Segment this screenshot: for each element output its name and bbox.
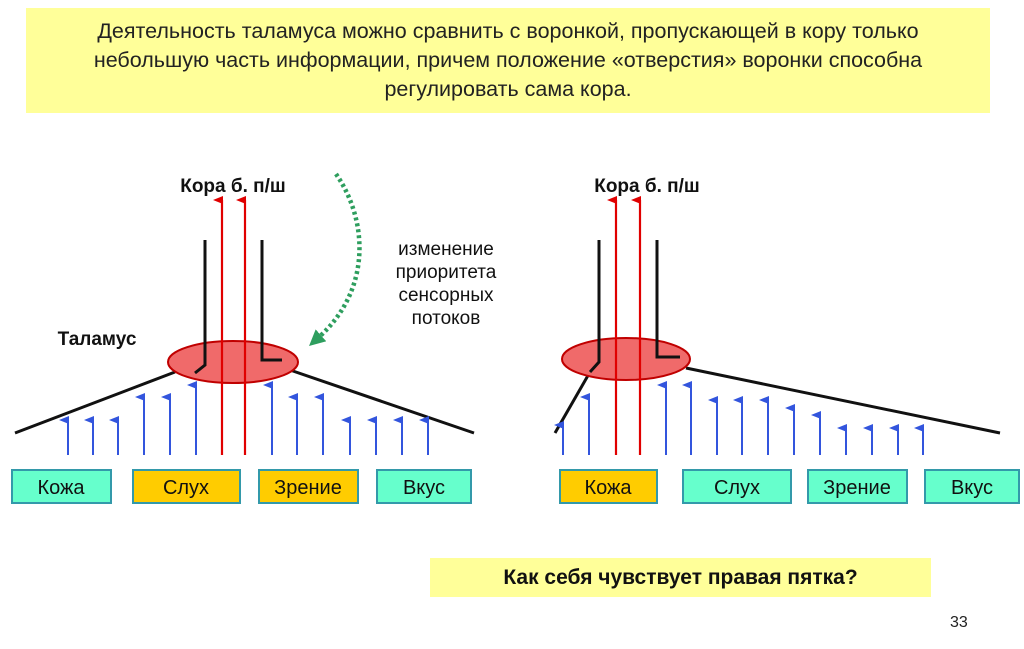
left-box-skin-label: Кожа <box>37 477 85 499</box>
header-text: Деятельность таламуса можно сравнить с в… <box>93 19 923 101</box>
priority-annotation: изменение приоритета сенсорных потоков <box>396 239 497 329</box>
annotation-line: изменение <box>398 239 494 260</box>
left-funnel-neck-right <box>260 240 282 362</box>
left-cortex-label: Кора б. п/ш <box>180 176 286 197</box>
header-callout: Деятельность таламуса можно сравнить с в… <box>26 8 990 113</box>
right-box-skin <box>559 469 658 504</box>
left-funnel-neck-left <box>194 240 207 375</box>
right-thalamus-ellipse <box>561 337 691 381</box>
right-funnel-neck-right <box>655 240 680 359</box>
right-funnel-left-side <box>553 371 592 434</box>
right-box-taste <box>924 469 1020 504</box>
annotation-line: потоков <box>412 308 481 329</box>
left-thalamus-ellipse <box>167 340 299 384</box>
left-box-hearing-label: Слух <box>163 477 209 499</box>
left-blue-arrows <box>59 381 429 455</box>
right-box-vision <box>807 469 908 504</box>
annotation-line: сенсорных <box>398 285 494 306</box>
left-box-vision-label: Зрение <box>274 477 342 499</box>
right-box-skin-label: Кожа <box>584 477 632 499</box>
left-funnel-right-side <box>289 368 475 435</box>
right-panel: Кора б. п/ш <box>553 176 1020 504</box>
right-cortex-label: Кора б. п/ш <box>594 176 700 197</box>
question-text: Как себя чувствует правая пятка? <box>503 565 858 589</box>
left-funnel-left-side <box>14 370 176 435</box>
page-number: 33 <box>950 614 968 631</box>
right-funnel-right-side <box>685 366 1001 435</box>
right-sensory-boxes: Кожа Слух Зрение Вкус <box>559 469 1020 504</box>
priority-change-arrow <box>309 172 362 346</box>
left-box-taste-label: Вкус <box>403 477 445 499</box>
right-box-hearing-label: Слух <box>714 477 760 499</box>
left-box-skin <box>11 469 112 504</box>
right-box-taste-label: Вкус <box>951 477 993 499</box>
left-box-vision <box>258 469 359 504</box>
thalamus-label: Таламус <box>58 329 137 350</box>
left-box-hearing <box>132 469 241 504</box>
question-callout: Как себя чувствует правая пятка? <box>430 558 931 597</box>
left-panel: Кора б. п/ш Таламус <box>11 172 497 504</box>
right-box-vision-label: Зрение <box>823 477 891 499</box>
right-funnel-neck-left <box>588 240 601 374</box>
annotation-line: приоритета <box>396 262 497 283</box>
left-box-taste <box>376 469 472 504</box>
right-box-hearing <box>682 469 792 504</box>
left-sensory-boxes: Кожа Слух Зрение Вкус <box>11 469 472 504</box>
right-blue-arrows <box>554 381 924 455</box>
